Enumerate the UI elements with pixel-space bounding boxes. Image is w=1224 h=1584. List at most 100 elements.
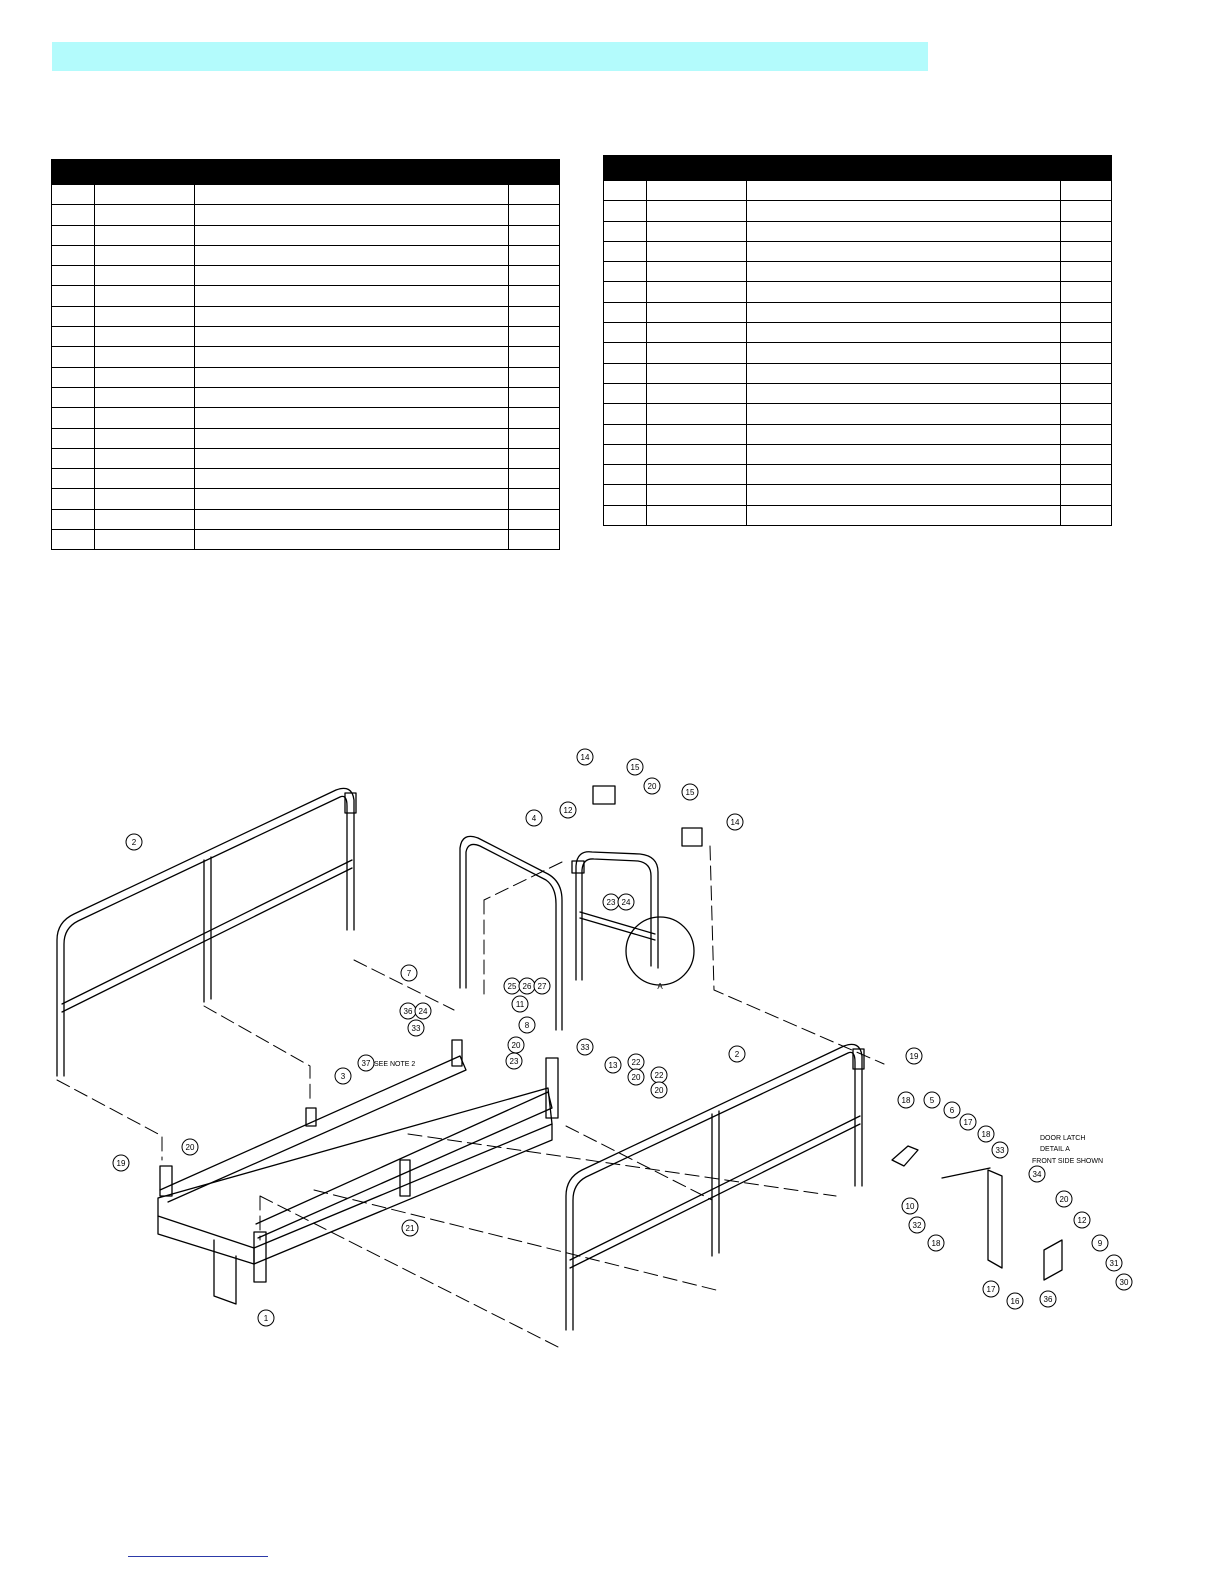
table-row [603,362,1112,384]
balloon-number: 6 [950,1106,955,1115]
table-row [603,179,1112,202]
table-cell [51,407,95,429]
balloon-circle [617,893,635,911]
table-cell [746,362,1061,384]
balloon-circle [627,1068,645,1086]
balloon-circle [991,1141,1009,1159]
balloon-number: 22 [655,1071,664,1080]
table-cell [194,447,509,470]
balloon-callout: 9 [1091,1234,1109,1252]
table-row [603,322,1112,344]
balloon-callout: 20 [507,1036,525,1054]
table-cell [646,504,747,527]
table-cell [194,488,509,510]
table-row [51,407,560,429]
balloon-number: A [657,982,663,991]
table-cell [508,285,560,307]
detail-label-line3: FRONT SIDE SHOWN [1032,1158,1103,1165]
balloon-circle [125,833,143,851]
footer-rule [128,1556,268,1557]
balloon-circle [511,995,529,1013]
balloon-circle [414,1002,432,1020]
balloon-callout: 8 [518,1016,536,1034]
balloon-callout: 2 [125,833,143,851]
table-cell [51,447,95,470]
table-cell [508,265,560,287]
table-cell [1060,342,1112,364]
table-header [603,155,1112,181]
table-row [51,183,560,206]
table-cell [646,179,747,202]
table-cell [1060,301,1112,324]
hinge-plate-left [592,785,616,805]
balloon-number: 2 [132,838,137,847]
table-cell [94,285,195,307]
balloon-callout: 23 [602,893,620,911]
balloon-circle [334,1067,352,1085]
table-cell [646,322,747,344]
balloon-circle [1115,1273,1133,1291]
table-row [51,488,560,510]
table-row [603,443,1112,466]
balloon-callout: 15 [626,758,644,776]
balloon-callout: 18 [897,1091,915,1109]
balloon-callout: 22 [627,1053,645,1071]
table-cell [508,427,560,449]
table-cell [1060,443,1112,466]
table-cell [1060,261,1112,283]
balloon-circle [181,1138,199,1156]
table-row [603,403,1112,425]
table-cell [51,305,95,328]
table-cell [194,386,509,409]
table-cell [94,305,195,328]
balloon-callout: 6 [943,1101,961,1119]
balloon-circle [1028,1165,1046,1183]
table-cell [51,468,95,490]
balloon-circle [1055,1190,1073,1208]
table-cell [746,179,1061,202]
balloon-number: 16 [1011,1297,1020,1306]
table-cell [1060,220,1112,242]
table-cell [51,508,95,531]
balloon-callout: 14 [726,813,744,831]
balloon-number: 9 [1098,1239,1103,1248]
balloon-callout: 25 [503,977,521,995]
balloon-callout: 31 [1105,1254,1123,1272]
table-cell [746,484,1061,506]
table-cell [94,224,195,246]
table-cell [646,423,747,445]
table-cell [646,362,747,384]
balloon-number: 18 [982,1130,991,1139]
balloon-callout: 15 [681,783,699,801]
balloon-circle [1091,1234,1109,1252]
detail-label-line1: DOOR LATCH [1040,1135,1085,1142]
balloon-circle [401,1219,419,1237]
balloon-circle [959,1113,977,1131]
table-cell [746,261,1061,283]
balloon-number: 18 [932,1239,941,1248]
balloon-number: 34 [1033,1170,1042,1179]
balloon-callout: A [657,982,663,991]
table-row [603,342,1112,364]
balloon-callout: 24 [414,1002,432,1020]
balloon-number: 19 [910,1052,919,1061]
table-cell [603,240,647,263]
balloon-circle [1073,1211,1091,1229]
title-banner [52,42,928,71]
table-cell [746,403,1061,425]
balloon-callout: 12 [1073,1211,1091,1229]
balloon-callout: 3 [334,1067,352,1085]
balloon-number: 22 [632,1058,641,1067]
balloon-number: 33 [412,1024,421,1033]
balloon-callout: 32 [908,1216,926,1234]
table-cell [603,261,647,283]
balloon-callout: 33 [576,1038,594,1056]
table-row [51,285,560,307]
table-cell [1060,200,1112,222]
table-cell [603,362,647,384]
balloon-circle [1105,1254,1123,1272]
table-row [51,447,560,470]
table-cell [746,322,1061,344]
table-cell [646,443,747,466]
